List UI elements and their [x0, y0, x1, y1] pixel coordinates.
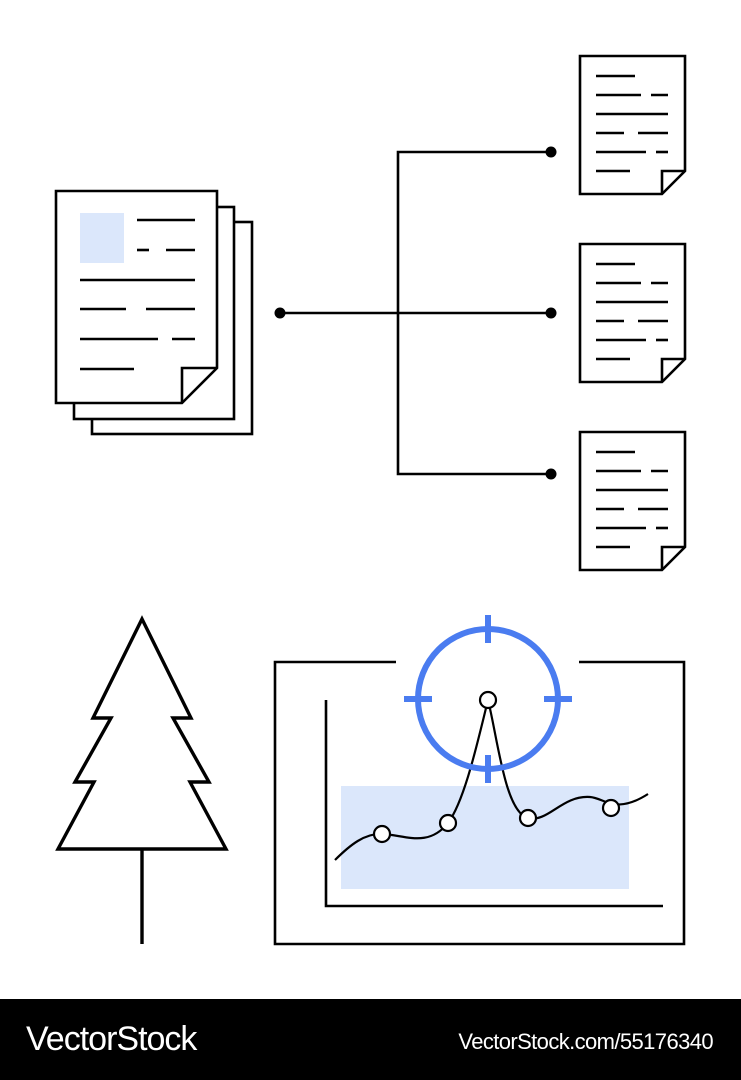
- stacked-documents-icon: [54, 189, 254, 436]
- brand-name: VectorStock: [26, 1020, 197, 1058]
- chart-data-points: [372, 690, 621, 844]
- line-chart-icon: [273, 615, 686, 946]
- connector-dot-middle: [545, 307, 557, 319]
- connector-dot-bottom: [545, 468, 557, 480]
- branch-connector-icon: [274, 146, 557, 480]
- connector-dot-top: [545, 146, 557, 158]
- document-icon-top: [578, 54, 687, 196]
- chart-axes: [324, 700, 663, 908]
- stock-url: VectorStock.com/55176340: [458, 1029, 713, 1054]
- watermark-footer: VectorStock VectorStock.com/55176340: [0, 999, 741, 1080]
- illustration-canvas: [54, 54, 687, 946]
- data-point: [372, 824, 392, 844]
- chart-frame: [273, 660, 686, 946]
- document-icon-middle: [578, 242, 687, 384]
- front-page-fold: [180, 366, 217, 403]
- image-placeholder: [80, 213, 124, 263]
- pine-tree-icon: [55, 615, 229, 944]
- data-point: [518, 808, 538, 828]
- connector-dot-start: [274, 307, 286, 319]
- data-point: [438, 813, 458, 833]
- text-lines: [80, 218, 195, 371]
- data-point: [601, 798, 621, 818]
- data-point: [478, 690, 498, 710]
- document-icon-bottom: [578, 430, 687, 572]
- target-crosshair-icon: [404, 615, 572, 783]
